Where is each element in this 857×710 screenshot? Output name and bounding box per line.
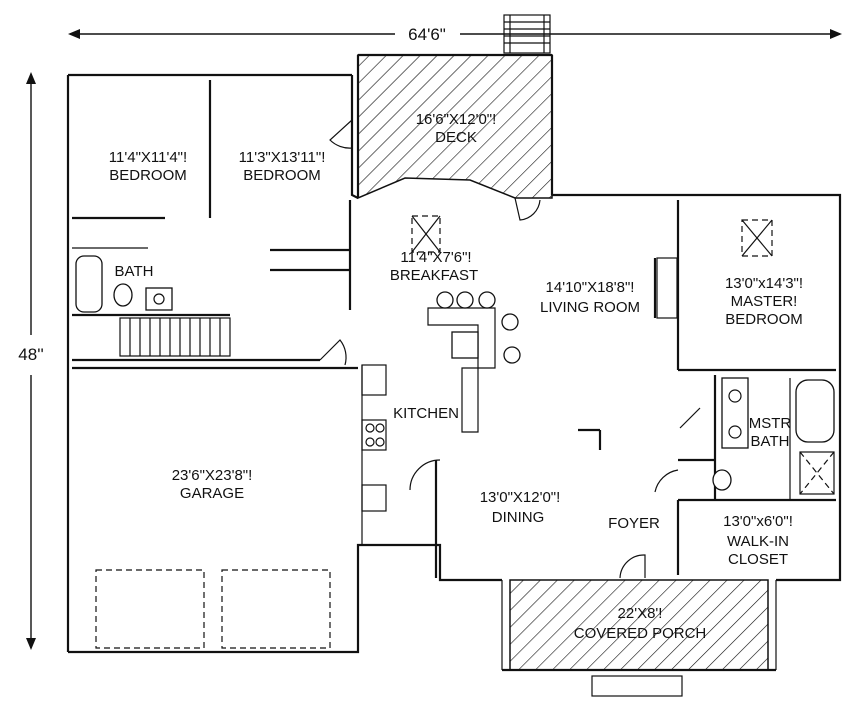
breakfast-name: BREAKFAST [390,267,478,284]
kitchen-counter [361,291,602,512]
range [361,419,387,451]
toilet [113,283,133,307]
room-labels: 11'4"X11'4"! BEDROOM 11'3"X13'11"! BEDRO… [109,111,803,642]
closet-name1: WALK-IN [727,533,789,550]
dishwasher [361,484,387,512]
bath-fixtures [75,255,173,313]
living-size: 14'10"X18'8"! [546,279,635,296]
kitchen-sink [451,331,479,359]
fireplace [656,257,678,319]
bedroom2-name: BEDROOM [243,167,321,184]
living-name: LIVING ROOM [540,299,640,316]
garage-doors [95,569,331,649]
width-dimension: 64'6" [68,25,842,44]
width-dimension-label: 64'6" [408,25,446,44]
garage-size: 23'6"X23'8"! [172,467,253,484]
porch-steps [591,675,683,697]
bedroom2-size: 11'3"X13'11"! [239,149,326,166]
stairs [119,317,231,357]
bedroom1-name: BEDROOM [109,167,187,184]
stool [501,313,519,331]
breakfast-size: 11'4"X7'6"! [400,249,471,266]
exterior-walls [66,53,842,654]
bedroom1-size: 11'4"X11'4"! [109,149,187,166]
bath-sink [145,287,173,311]
kitchen-name: KITCHEN [393,405,459,422]
deck-name: DECK [435,129,477,146]
bathtub [75,255,103,313]
shower [799,451,835,495]
master-name1: MASTER! [731,293,798,310]
deck-stairs [503,14,551,54]
porch-size: 22'X8'! [618,605,663,622]
depth-dimension: 48'' [18,72,44,650]
dining-size: 13'0"X12'0"! [480,489,561,506]
dining-name: DINING [492,509,545,526]
foyer-name: FOYER [608,515,660,532]
master-name2: BEDROOM [725,311,803,328]
deck [357,14,553,200]
bath-name: BATH [115,263,154,280]
stool [503,346,521,364]
depth-dimension-label: 48'' [18,345,43,364]
mstr-bath-name2: BATH [751,433,790,450]
garage-name: GARAGE [180,485,244,502]
deck-size: 16'6"X12'0"! [416,111,497,128]
closet-name2: CLOSET [728,551,788,568]
mstr-bath-name1: MSTR [749,415,792,432]
stool [456,291,474,309]
stool [436,291,454,309]
master-toilet [712,469,732,491]
closet-size: 13'0"x6'0"! [723,513,793,530]
refrigerator [361,364,387,396]
master-bath-fixtures [712,377,835,495]
master-size: 13'0"x14'3"! [725,275,803,292]
skylights [411,215,773,257]
doors [319,119,701,579]
porch-name: COVERED PORCH [574,625,707,642]
stool [478,291,496,309]
covered-porch [501,579,777,697]
master-tub [795,379,835,443]
